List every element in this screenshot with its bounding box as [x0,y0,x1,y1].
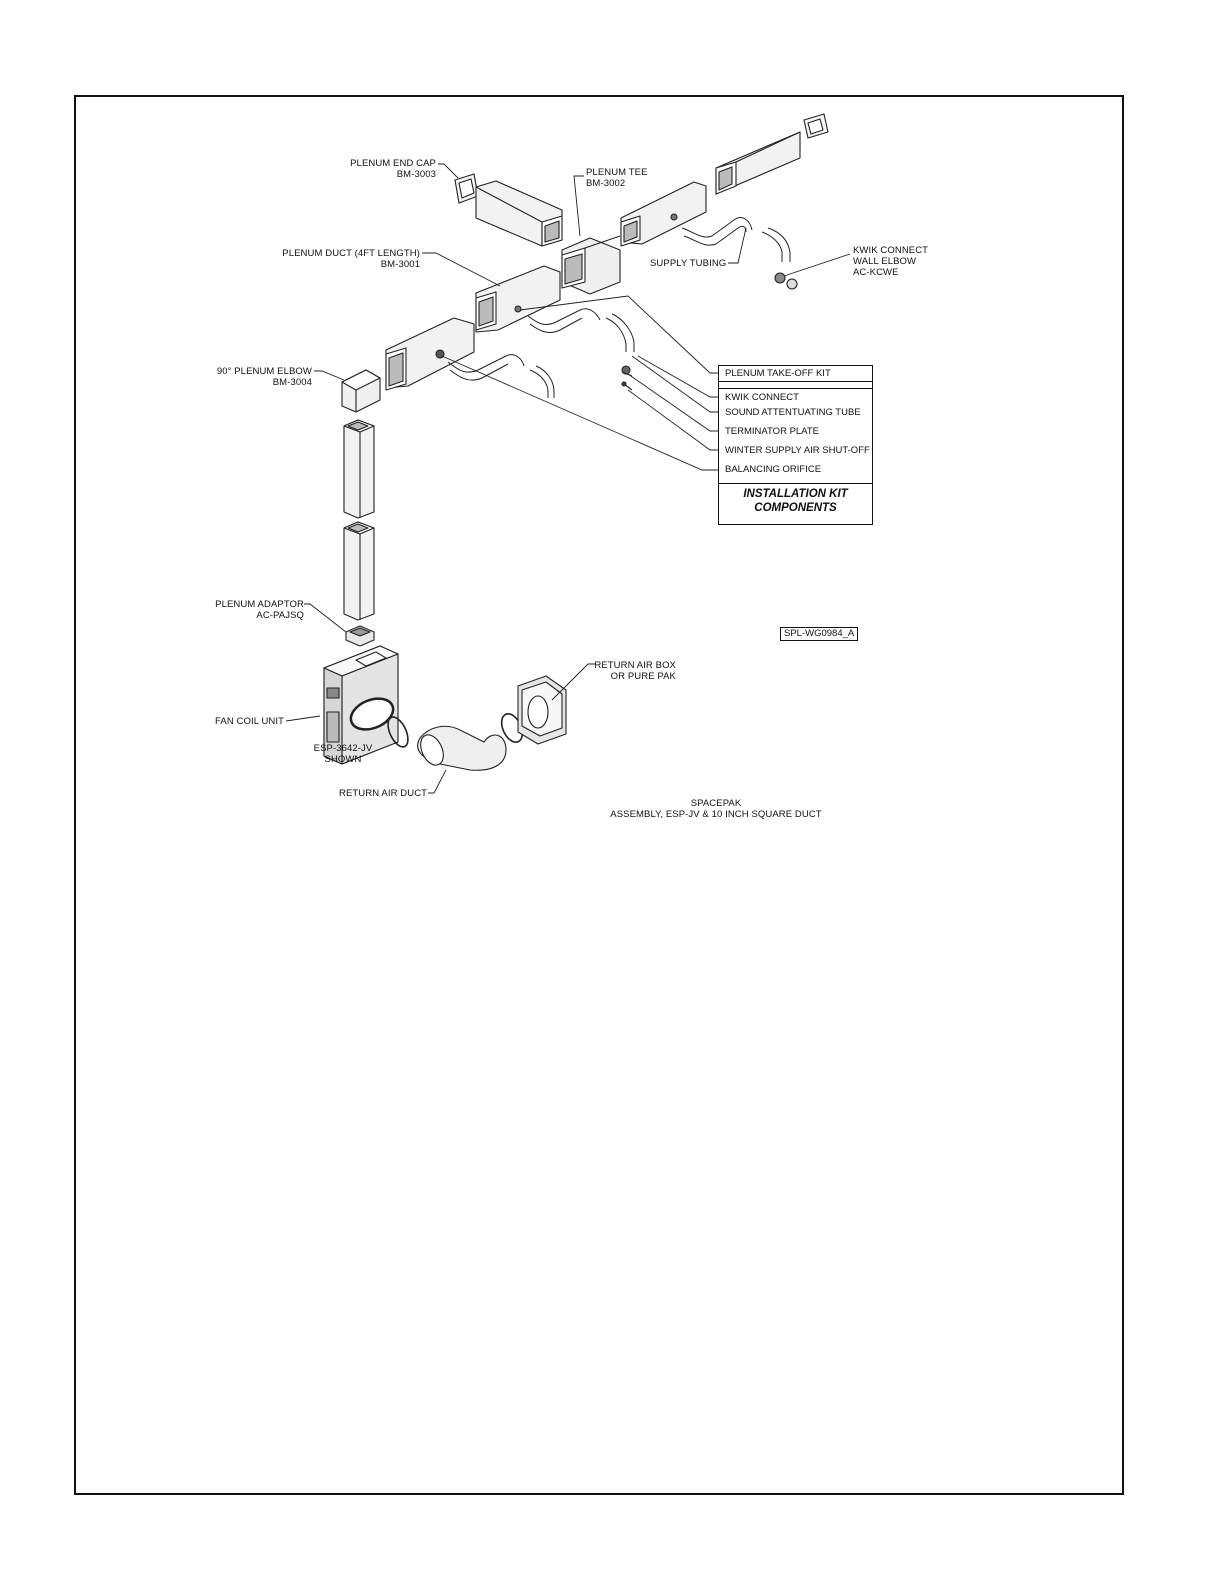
label-fan-coil-unit: FAN COIL UNIT [215,716,285,727]
kit-divider [719,388,872,389]
kit-item-sound-tube: SOUND ATTENTUATING TUBE [725,407,861,418]
kit-item-terminator-plate: TERMINATOR PLATE [725,426,819,437]
shutoff-part [621,381,633,391]
plenum-elbow [341,369,381,413]
plenum-end-cap [454,173,479,204]
plenum-duct-top-right [715,131,801,195]
kit-item-winter-shutoff: WINTER SUPPLY AIR SHUT-OFF [725,445,870,456]
supply-tubing-middle [527,308,635,352]
kwik-connect-wall-elbow [774,272,798,290]
fan-coil-unit [323,645,399,765]
kit-item-plenum-take-off: PLENUM TAKE-OFF KIT [725,368,831,379]
installation-kit-table: PLENUM TAKE-OFF KIT KWIK CONNECT SOUND A… [718,365,873,525]
return-air-duct [387,713,524,771]
plenum-duct-middle [475,265,561,333]
kit-divider [719,483,872,484]
plenum-duct-lower [385,317,475,391]
label-plenum-duct: PLENUM DUCT (4FT LENGTH)BM-3001 [282,248,420,270]
kit-item-kwik-connect: KWIK CONNECT [725,392,799,403]
page-border [74,95,1124,1495]
end-cap-right [803,113,829,139]
label-supply-tubing: SUPPLY TUBING [650,258,727,269]
label-return-air-duct: RETURN AIR DUCT [339,788,428,799]
kit-divider [719,381,872,382]
supply-tubing-lower [447,354,555,398]
kit-title: INSTALLATION KIT COMPONENTS [743,488,848,514]
kit-item-balancing-orifice: BALANCING ORIFICE [725,464,822,475]
terminator-plate-part [621,365,633,377]
vertical-duct-upper [343,419,375,519]
plenum-duct-tee-right [620,181,707,247]
plenum-duct-top-left [475,180,563,247]
drawing-code: SPL-WG0984_A [780,627,859,641]
plenum-adaptor [345,625,375,647]
supply-tubing-upper [681,217,791,262]
vertical-duct-lower [343,521,375,621]
return-air-box [517,675,567,745]
plenum-tee [561,235,621,295]
